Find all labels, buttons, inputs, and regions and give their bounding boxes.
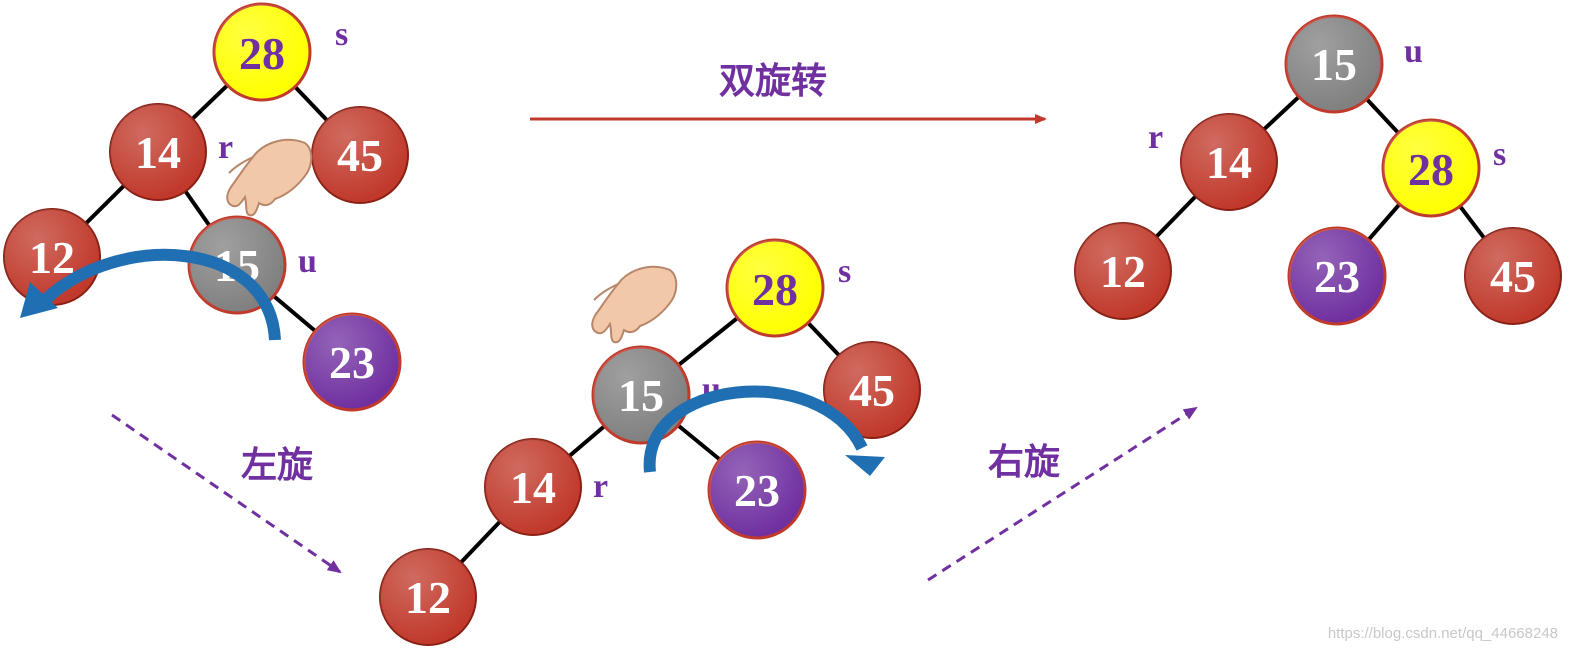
node-14: 14 (109, 103, 207, 201)
tree-before-edges (50, 50, 362, 364)
node-23: 23 (1287, 226, 1387, 326)
node-value: 45 (1490, 251, 1536, 302)
pointer-label-s: s (838, 253, 851, 290)
right-rotation-step: 右旋 (927, 406, 1198, 582)
node-value: 28 (239, 28, 285, 79)
node-14: 14 (1180, 113, 1278, 211)
node-value: 12 (405, 572, 451, 623)
node-value: 23 (329, 337, 375, 388)
pointer-label-r: r (218, 129, 233, 166)
pointer-label-u: u (1404, 33, 1423, 70)
node-45: 45 (1464, 227, 1562, 325)
rotate-left-arrow-icon (20, 248, 281, 341)
pointer-label-u: u (298, 243, 317, 280)
caption-double-rotation: 双旋转 (719, 61, 827, 102)
node-45: 45 (823, 341, 921, 439)
node-value: 45 (337, 130, 383, 181)
node-value: 28 (752, 264, 798, 315)
pointer-label-r: r (1148, 119, 1163, 156)
node-value: 28 (1408, 144, 1454, 195)
node-15: 15 (1284, 14, 1384, 114)
double-rotation-header: 双旋转 (530, 61, 1047, 124)
node-value: 14 (510, 462, 556, 513)
node-value: 14 (135, 127, 181, 178)
node-28: 28 (725, 238, 825, 338)
node-23: 23 (302, 312, 402, 412)
rotate-right-arrow-icon (643, 385, 885, 476)
node-12: 12 (1074, 222, 1172, 320)
pointer-label-s: s (335, 16, 348, 53)
node-45: 45 (311, 106, 409, 204)
dashed-arrow-right-rotation (927, 406, 1198, 582)
tree-after: 15 u 14 r 28 s 12 23 45 (1074, 14, 1562, 326)
left-rotation-step: 左旋 (111, 413, 342, 574)
node-28: 28 (1381, 118, 1481, 218)
tree-before: 28 s 14 r 45 12 15 u 23 (3, 2, 409, 412)
node-value: 14 (1206, 137, 1252, 188)
node-value: 45 (849, 365, 895, 416)
tree-middle: 28 s 45 15 u 14 r 23 12 (379, 238, 921, 646)
node-value: 23 (1314, 251, 1360, 302)
node-28: 28 (212, 2, 312, 102)
pointer-label-r: r (593, 468, 608, 505)
node-23: 23 (707, 440, 807, 540)
node-14: 14 (484, 438, 582, 536)
node-value: 15 (1311, 39, 1357, 90)
node-value: 12 (29, 232, 75, 283)
pointer-label-s: s (1493, 136, 1506, 173)
watermark-url: https://blog.csdn.net/qq_44668248 (1328, 625, 1558, 642)
hand-pointing-icon (591, 265, 678, 344)
caption-left-rotation: 左旋 (241, 445, 313, 486)
node-value: 15 (618, 370, 664, 421)
node-value: 23 (734, 465, 780, 516)
node-value: 12 (1100, 246, 1146, 297)
node-12: 12 (379, 548, 477, 646)
dashed-arrow-left-rotation (111, 413, 342, 574)
node-15: 15 (591, 345, 691, 445)
hand-pointing-icon (226, 138, 313, 217)
caption-right-rotation: 右旋 (988, 442, 1060, 483)
